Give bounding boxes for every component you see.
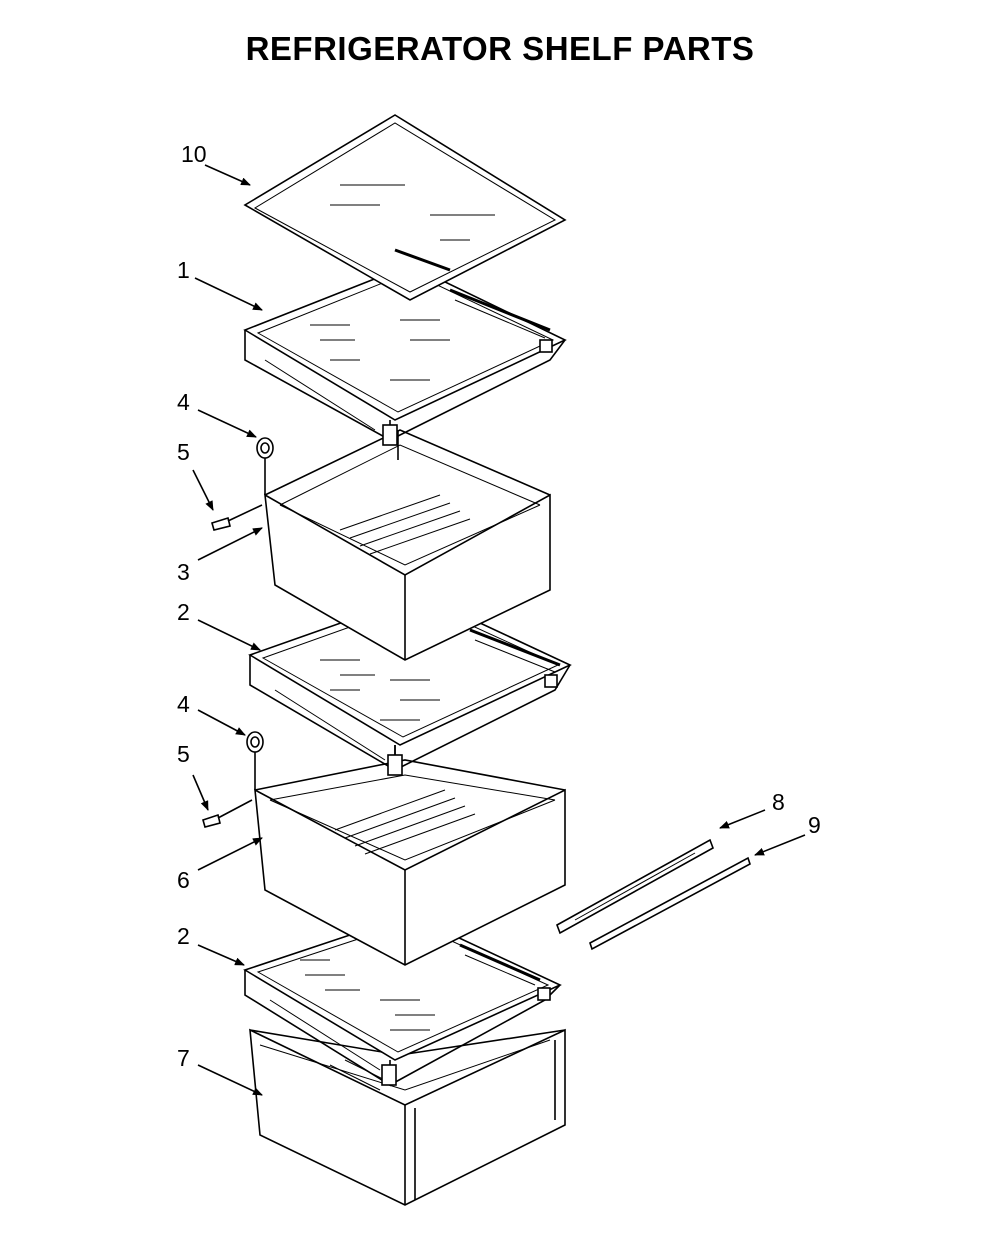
callout-9: 9 [808,812,821,838]
diagram-title: REFRIGERATOR SHELF PARTS [245,30,755,67]
callout-10: 10 [181,141,207,167]
rails-parts-8-9 [556,838,751,951]
callout-1: 1 [177,257,190,283]
drawer-part-3 [264,429,551,661]
callout-3: 3 [177,559,190,585]
callout-4-second: 4 [177,691,190,717]
drawer-part-6 [254,745,566,966]
callout-2-second: 2 [177,923,190,949]
callout-7: 7 [177,1045,190,1071]
callout-4: 4 [177,389,190,415]
callout-5: 5 [177,439,190,465]
callout-arrows [192,164,806,1096]
shelf-part-2-lower [243,914,562,1087]
callout-labels: 10 1 4 5 3 2 4 5 6 8 9 2 7 [177,141,821,1071]
shelf-part-1 [243,264,567,446]
glass-insert-part-10 [243,114,567,301]
callout-8: 8 [772,789,785,815]
drawer-part-7 [249,1028,566,1206]
callout-2-first: 2 [177,599,190,625]
callout-5-second: 5 [177,741,190,767]
hardware-parts-4-5 [202,437,274,828]
shelf-part-2-middle [248,594,572,776]
callout-6: 6 [177,867,190,893]
